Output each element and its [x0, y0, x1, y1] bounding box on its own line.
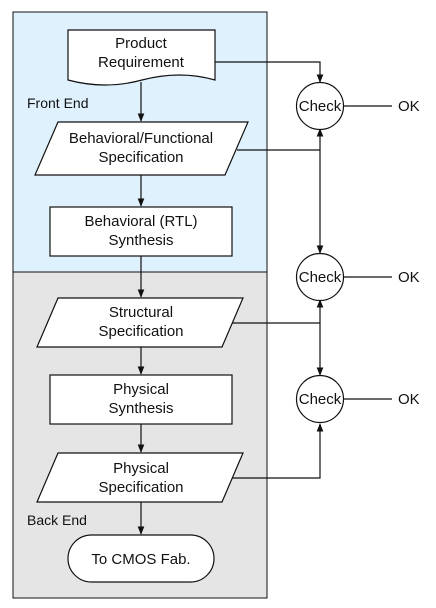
- structural-spec-line1: Structural: [109, 304, 173, 321]
- product-requirement-line2: Requirement: [98, 54, 185, 71]
- physical-spec-node: [36, 452, 244, 503]
- physical-spec-line2: Specification: [98, 479, 183, 496]
- behavioral-rtl-synthesis-line2: Synthesis: [108, 232, 173, 249]
- check-ok-2: OK: [398, 269, 420, 286]
- behavioral-functional-spec-line1: Behavioral/Functional: [69, 130, 213, 147]
- product-requirement-line1: Product: [115, 35, 168, 52]
- behavioral-functional-spec-line2: Specification: [98, 149, 183, 166]
- physical-synthesis-line2: Synthesis: [108, 400, 173, 417]
- check-label-2: Check: [299, 269, 342, 286]
- behavioral-functional-spec-node: [34, 121, 249, 176]
- cmos-fab-label: To CMOS Fab.: [91, 551, 190, 568]
- front-end-label: Front End: [27, 95, 88, 111]
- cmos-fab-node: [67, 534, 215, 583]
- structural-spec-line2: Specification: [98, 323, 183, 340]
- physical-spec-line1: Physical: [113, 460, 169, 477]
- check-label-1: Check: [299, 98, 342, 115]
- back-end-label: Back End: [27, 512, 87, 528]
- check-label-3: Check: [299, 391, 342, 408]
- structural-spec-node: [36, 297, 244, 348]
- check-ok-3: OK: [398, 391, 420, 408]
- product-requirement-node: [67, 29, 216, 86]
- behavioral-rtl-synthesis-line1: Behavioral (RTL): [84, 213, 197, 230]
- physical-synthesis-node: [49, 374, 233, 425]
- physical-synthesis-line1: Physical: [113, 381, 169, 398]
- link-requirement-to-check1: [215, 61, 324, 83]
- check-ok-1: OK: [398, 98, 420, 115]
- behavioral-rtl-synthesis-node: [49, 206, 233, 257]
- link-physical-spec-to-check3: [232, 423, 324, 479]
